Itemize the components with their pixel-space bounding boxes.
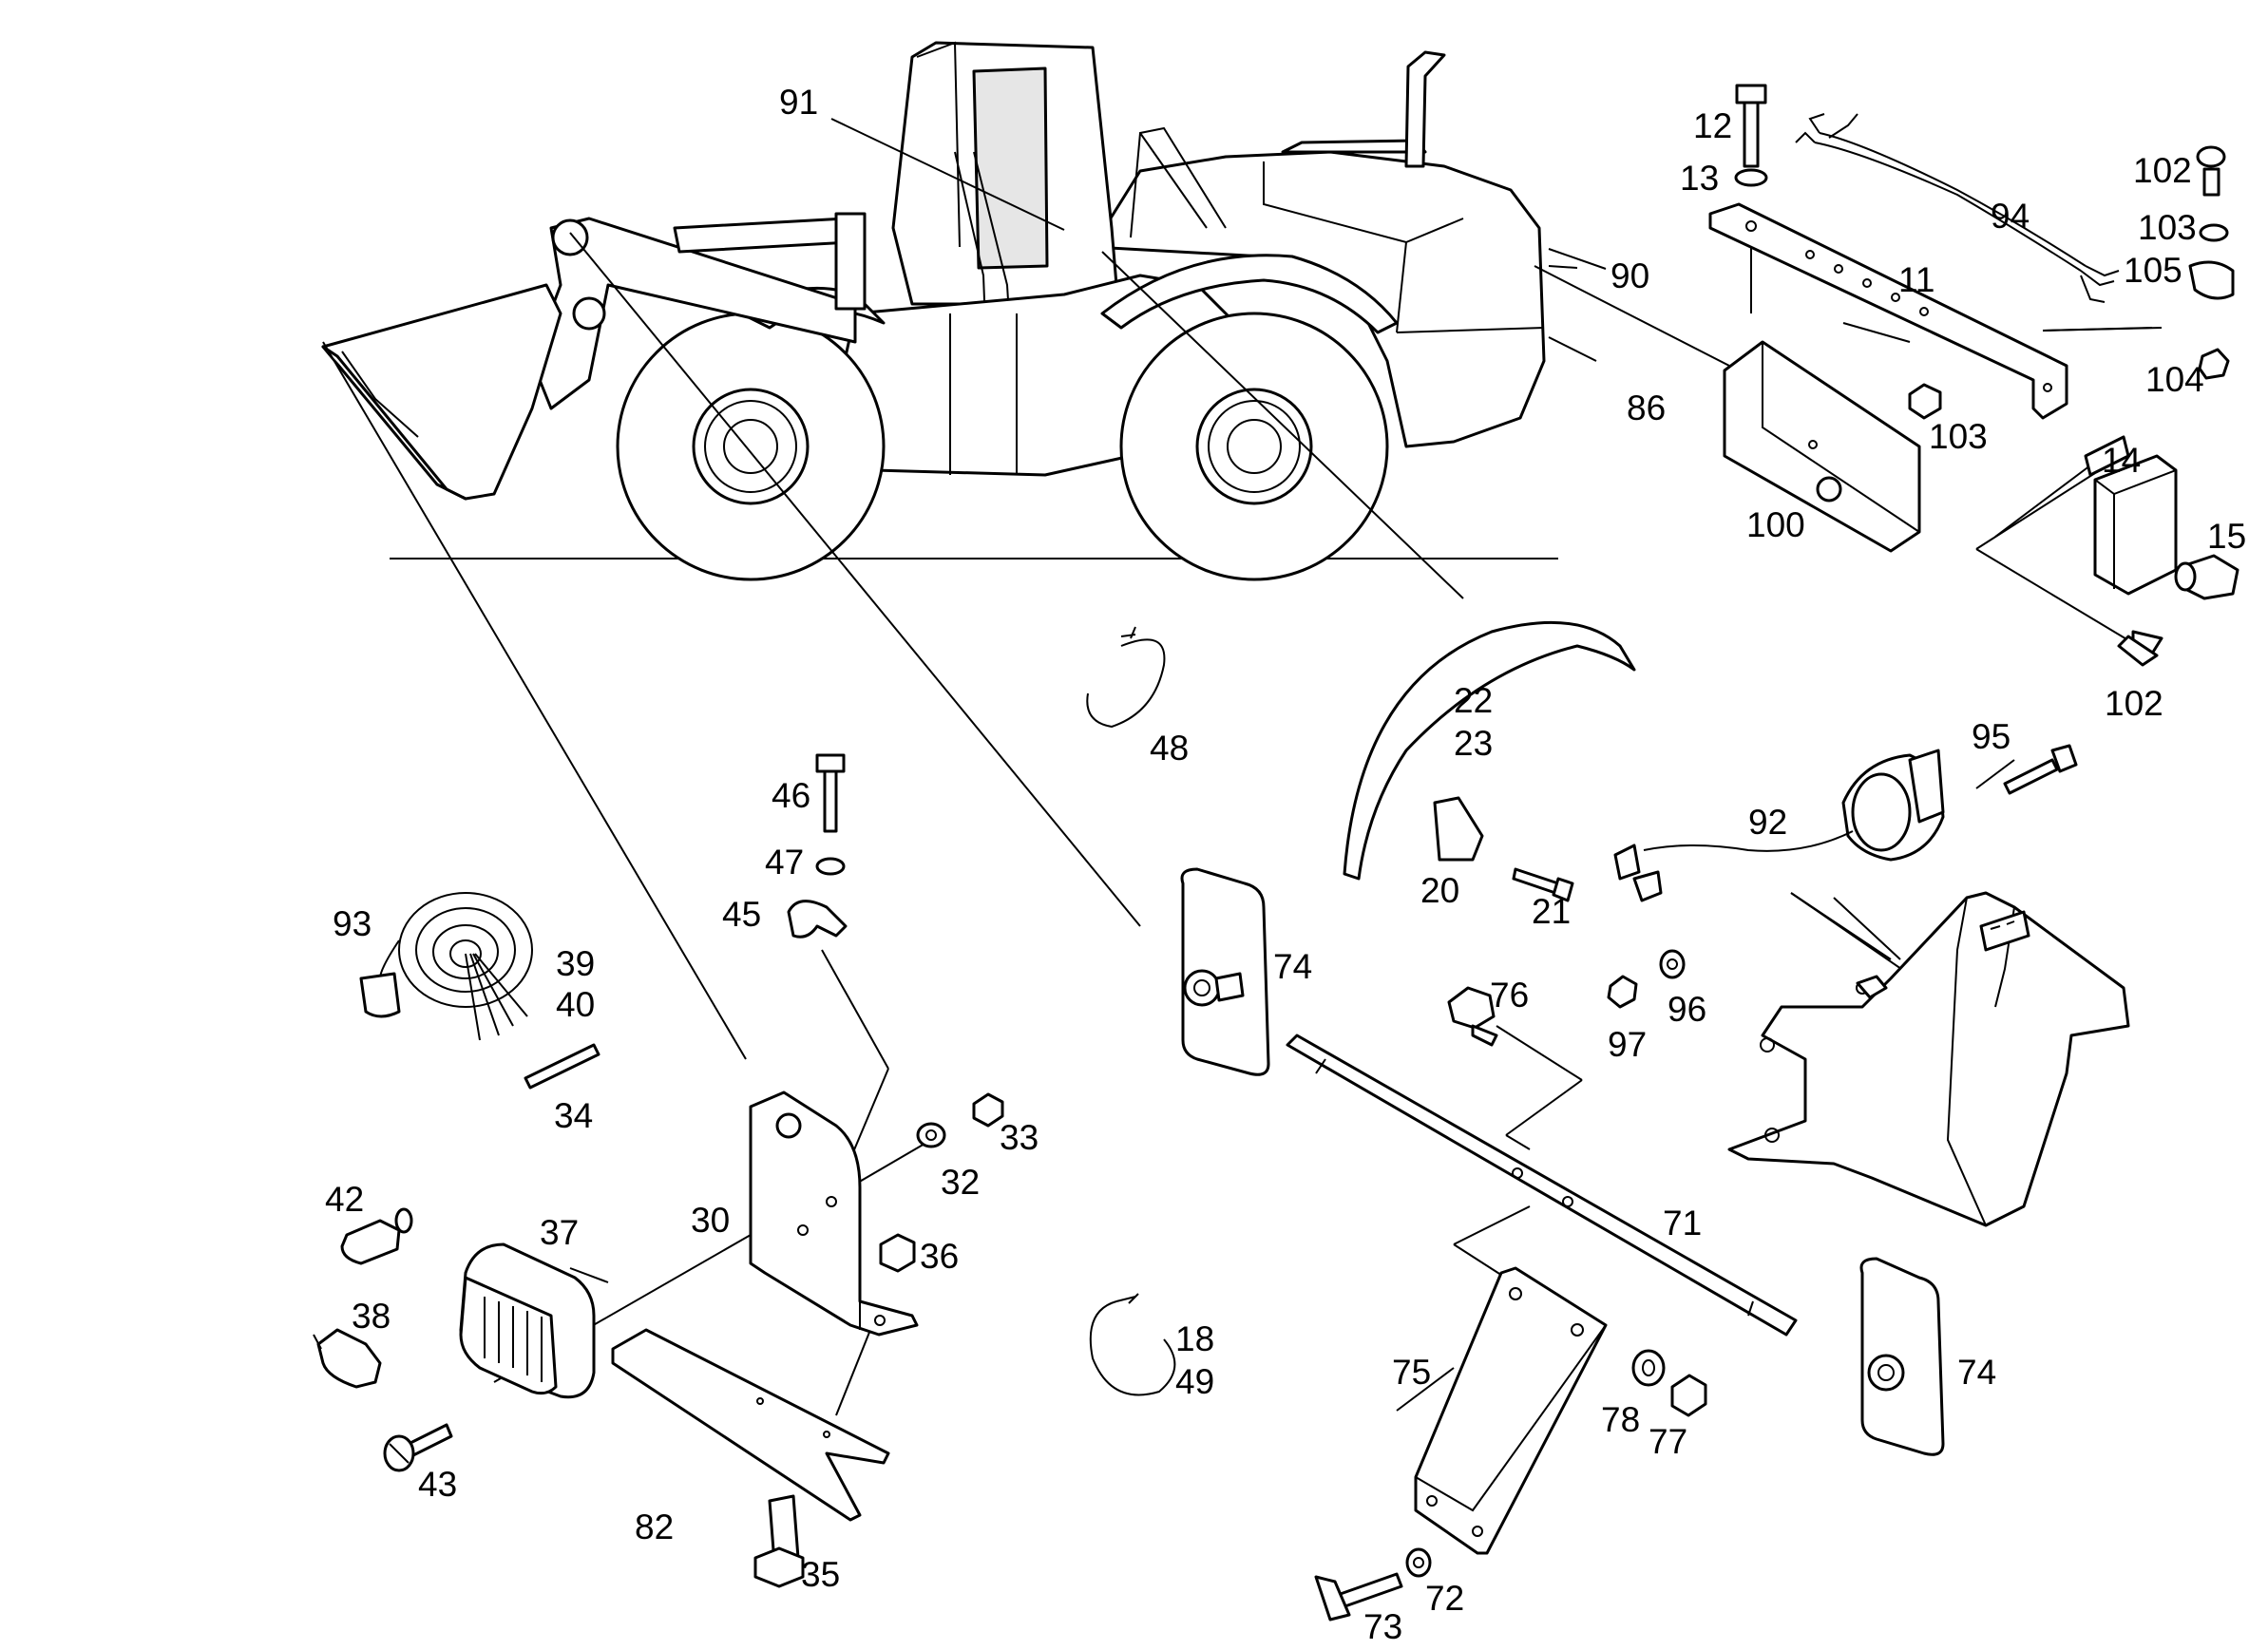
part-label-100: 100 (1746, 505, 1805, 544)
part-label-46: 46 (772, 776, 810, 815)
part-label-21: 21 (1532, 892, 1571, 931)
part-label-103: 103 (1929, 417, 1988, 456)
part-label-13: 13 (1680, 159, 1719, 198)
part-label-71: 71 (1663, 1204, 1702, 1242)
part-label-35: 35 (801, 1555, 840, 1594)
part-label-36: 36 (920, 1237, 959, 1276)
part-label-38: 38 (352, 1297, 391, 1336)
wheel-loader-drawing (321, 41, 1558, 581)
work-light-assembly (313, 753, 1176, 1588)
part-label-15: 15 (2207, 517, 2246, 556)
part-label-93: 93 (333, 904, 372, 943)
part-label-105: 105 (2124, 251, 2182, 290)
part-label-72: 72 (1425, 1579, 1464, 1618)
part-label-92: 92 (1748, 803, 1787, 842)
part-label-11: 11 (1898, 260, 1934, 299)
part-label-43: 43 (418, 1465, 457, 1504)
part-label-74: 74 (1273, 947, 1312, 986)
part-label-78: 78 (1601, 1400, 1640, 1439)
part-label-18: 18 (1175, 1319, 1214, 1358)
part-label-22: 22 (1454, 681, 1493, 720)
part-label-32: 32 (941, 1163, 980, 1202)
part-label-37: 37 (540, 1213, 579, 1252)
part-label-91: 91 (779, 83, 818, 122)
part-label-39: 39 (556, 944, 595, 983)
part-label-42: 42 (325, 1180, 364, 1219)
part-label-102: 102 (2133, 151, 2192, 190)
part-label-90: 90 (1610, 256, 1649, 295)
part-label-49: 49 (1175, 1362, 1214, 1401)
part-label-34: 34 (554, 1096, 593, 1135)
part-label-14: 14 (2102, 441, 2141, 480)
part-label-73: 73 (1363, 1607, 1402, 1646)
part-label-47: 47 (765, 843, 804, 882)
part-number-labels: 91 12 13 94 102 103 105 90 11 104 86 103… (325, 83, 2246, 1646)
part-label-76: 76 (1490, 976, 1529, 1015)
part-label-77: 77 (1649, 1422, 1687, 1461)
part-label-96: 96 (1668, 990, 1706, 1029)
part-label-103: 103 (2138, 208, 2197, 247)
part-label-20: 20 (1420, 871, 1459, 910)
part-label-86: 86 (1627, 389, 1666, 427)
part-label-75: 75 (1392, 1353, 1431, 1392)
part-label-30: 30 (691, 1201, 730, 1240)
part-label-82: 82 (635, 1508, 674, 1546)
part-label-104: 104 (2145, 360, 2204, 399)
part-label-12: 12 (1693, 106, 1732, 145)
part-label-95: 95 (1972, 717, 2011, 756)
part-label-97: 97 (1608, 1025, 1647, 1064)
mirror-arm-assembly (1180, 867, 1945, 1622)
part-label-33: 33 (1000, 1118, 1039, 1157)
part-label-48: 48 (1150, 729, 1189, 768)
part-label-45: 45 (722, 895, 761, 934)
part-label-74: 74 (1957, 1353, 1996, 1392)
fender-and-pedestal (1086, 620, 2130, 1227)
part-label-94: 94 (1991, 197, 2030, 236)
part-label-102: 102 (2105, 684, 2163, 723)
rear-light-bracket-assembly (1708, 84, 2239, 667)
leader-lines (322, 118, 2163, 1416)
part-label-23: 23 (1454, 724, 1493, 763)
part-label-40: 40 (556, 985, 595, 1024)
